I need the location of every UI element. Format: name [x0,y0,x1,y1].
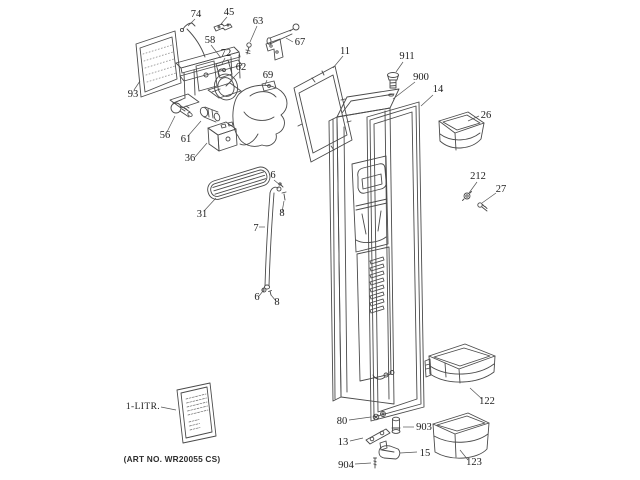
part-74-wire [179,22,206,58]
part-36-switch [207,121,238,152]
part-liter-card [176,382,217,444]
part-11-retainer-frame [293,65,353,163]
callout-93: 93 [128,89,139,100]
part-63-screw [245,42,252,55]
callout-69: 69 [263,70,274,81]
part-72-bracket [215,59,233,79]
callout-123: 123 [466,457,482,468]
callout-15: 15 [420,448,431,459]
part-903-pin [391,416,401,434]
callout-911: 911 [399,51,414,62]
part-911-plug [387,72,399,89]
part-14-door-gasket [366,101,425,422]
part-6-8-screws-top [278,182,287,201]
callout-122: 122 [479,396,495,407]
callout-80: 80 [337,416,348,427]
part-123-covered-bin [432,412,490,459]
part-122-door-bin [424,343,496,384]
part-31-grille [207,166,271,200]
callout-58: 58 [205,35,216,46]
callout-8-bottom: 8 [274,297,279,308]
callout-62: 62 [236,62,247,73]
callout-8-top: 8 [279,208,284,219]
part-15-end-cap [378,440,401,460]
part-80-fasteners [372,411,386,421]
callout-7: 7 [253,223,258,234]
part-904-screw [373,457,377,469]
callout-61: 61 [181,134,192,145]
art-number-text: (ART NO. WR20055 CS) [124,454,221,464]
part-27-screw [477,202,488,212]
part-67-bracket [265,23,300,61]
callout-45: 45 [224,7,235,18]
callout-6-top: 6 [270,170,275,181]
part-13-clip [365,428,391,445]
part-26-bin [438,111,485,151]
callout-14: 14 [433,84,444,95]
callout-904: 904 [338,460,355,471]
part-56-bulb [170,102,193,118]
callout-56: 56 [160,130,171,141]
callout-903: 903 [416,422,432,433]
part-62-ring [213,68,239,101]
callout-67: 67 [295,37,306,48]
part-7-handle [261,186,282,293]
callout-212: 212 [470,171,486,182]
liter-label: 1-LITR. [126,402,160,412]
callout-6-bottom: 6 [254,292,259,303]
callout-13: 13 [338,437,349,448]
callout-74: 74 [191,9,202,20]
callout-31: 31 [197,209,208,220]
part-61-socket [199,106,221,123]
leader-lines [133,16,497,465]
part-900-door-panel [328,88,400,405]
callout-36: 36 [185,153,196,164]
part-212-screw [462,191,472,201]
callout-63: 63 [253,16,264,27]
part-45-clip [213,23,233,32]
part-93-panel [135,30,182,98]
callout-900: 900 [413,72,429,83]
callout-27: 27 [496,184,507,195]
callout-72: 72 [221,48,232,59]
part-69-housing [232,80,288,147]
callout-26: 26 [481,110,492,121]
callout-11: 11 [340,46,350,57]
